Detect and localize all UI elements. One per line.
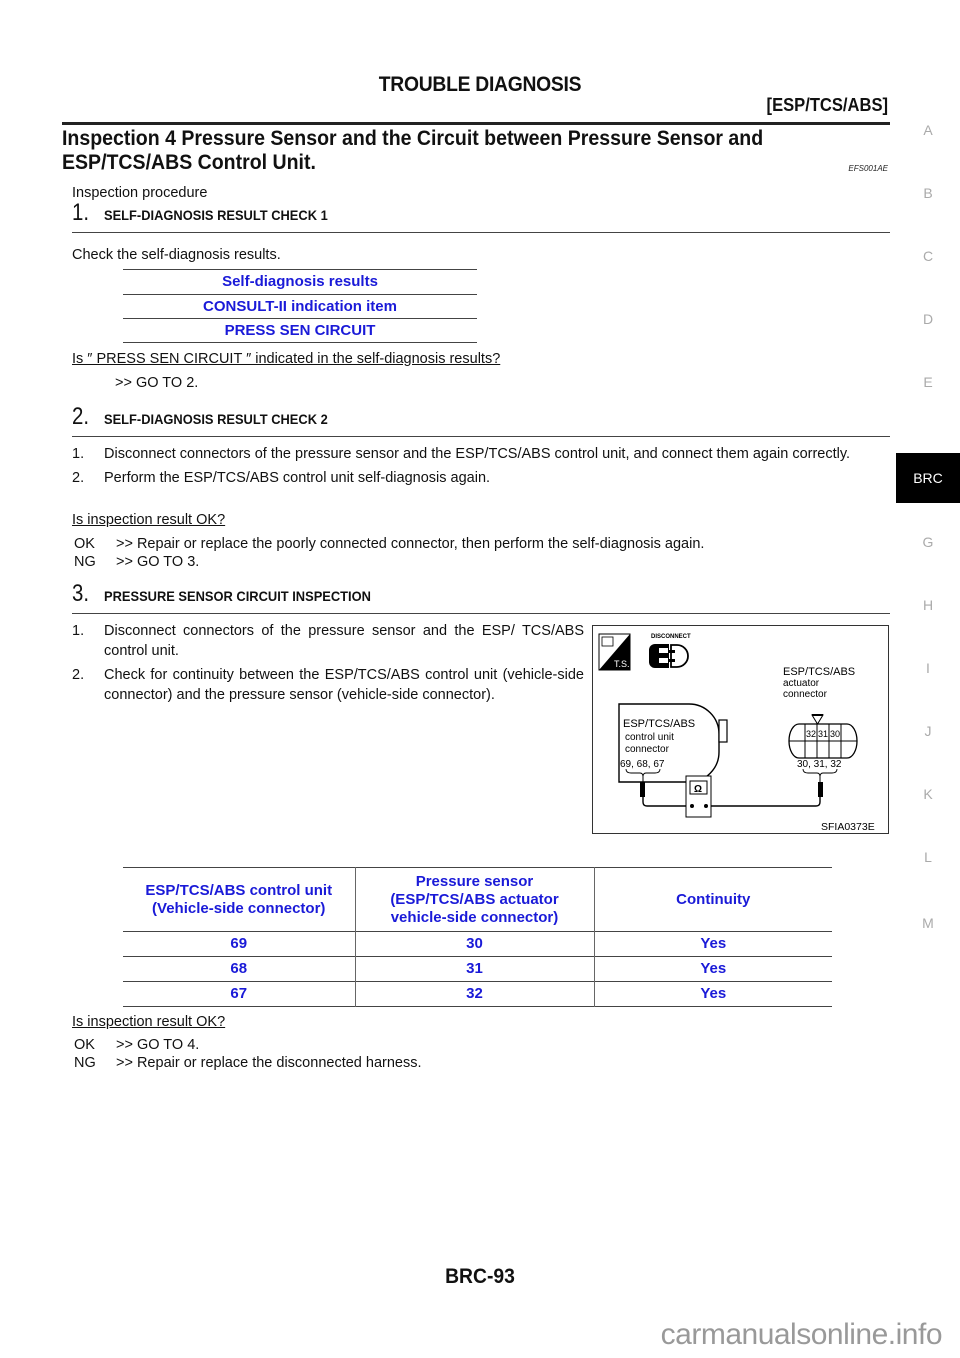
cell-sensor-pin: 30 (354, 931, 594, 957)
step-2-result-ng: NG>> GO TO 3. (74, 554, 200, 570)
svg-text:T.S.: T.S. (614, 659, 630, 669)
table-header-row: ESP/TCS/ABS control unit (Vehicle-side c… (123, 867, 832, 932)
step-1-question: Is ″ PRESS SEN CIRCUIT ″ indicated in th… (72, 351, 501, 367)
step-3-list: 1. Disconnect connectors of the pressure… (72, 621, 584, 705)
side-tab-j[interactable]: J (924, 723, 932, 739)
step-2-number: 2. (72, 403, 90, 430)
side-tab-g[interactable]: G (922, 534, 934, 550)
ohmmeter-icon: Ω (685, 775, 712, 818)
continuity-check-diagram: T.S. DISCONNECT ESP/TCS/ABS actuator con… (592, 625, 889, 834)
cell-control-unit-pin: 68 (230, 960, 248, 977)
step-3-results: OK>> GO TO 4. NG>> Repair or replace the… (74, 1036, 422, 1072)
col-header-pressure-sensor: Pressure sensor (ESP/TCS/ABS actuator ve… (354, 867, 594, 932)
step-2-item: 1. Disconnect connectors of the pressure… (72, 446, 851, 462)
svg-text:actuator: actuator (783, 678, 820, 689)
svg-text:ESP/TCS/ABS: ESP/TCS/ABS (783, 666, 855, 678)
cell-control-unit-pin: 67 (230, 985, 248, 1002)
svg-text:control unit: control unit (625, 732, 674, 743)
cell-continuity: Yes (593, 931, 832, 957)
step-1-text: Check the self-diagnosis results. (72, 247, 281, 263)
disconnect-icon: DISCONNECT (649, 634, 691, 668)
svg-text:SFIA0373E: SFIA0373E (821, 821, 875, 833)
step-2-heading: 2. SELF-DIAGNOSIS RESULT CHECK 2 (72, 403, 890, 437)
step-2-item: 2. Perform the ESP/TCS/ABS control unit … (72, 470, 491, 486)
svg-text:32: 32 (806, 729, 816, 739)
svg-text:DISCONNECT: DISCONNECT (651, 634, 691, 640)
side-tab-a[interactable]: A (923, 122, 933, 138)
section-title-line1: Inspection 4 Pressure Sensor and the Cir… (62, 127, 764, 150)
control-unit-connector: ESP/TCS/ABS control unit connector (618, 703, 728, 783)
step-3-item: 1. Disconnect connectors of the pressure… (72, 623, 584, 659)
page-number: BRC-93 (445, 1265, 515, 1288)
svg-text:ESP/TCS/ABS: ESP/TCS/ABS (623, 718, 695, 730)
step-3-label: PRESSURE SENSOR CIRCUIT INSPECTION (104, 588, 371, 604)
side-tab-l[interactable]: L (924, 849, 932, 865)
continuity-table: ESP/TCS/ABS control unit (Vehicle-side c… (123, 867, 832, 1007)
step-1-result: >> GO TO 2. (115, 375, 199, 391)
self-diagnosis-table-value: PRESS SEN CIRCUIT (123, 318, 477, 343)
section-title: Inspection 4 Pressure Sensor and the Cir… (62, 127, 806, 175)
side-tab-d[interactable]: D (922, 311, 934, 327)
svg-text:Ω: Ω (694, 784, 702, 795)
svg-text:30, 31, 32: 30, 31, 32 (797, 759, 842, 770)
self-diagnosis-table-subheader: CONSULT-II indication item (123, 293, 477, 319)
step-2-list: 1. Disconnect connectors of the pressure… (72, 444, 890, 488)
inspection-intro: Inspection procedure (72, 185, 208, 201)
step-1-label: SELF-DIAGNOSIS RESULT CHECK 1 (104, 207, 328, 223)
svg-text:31: 31 (818, 729, 828, 739)
step-2-label: SELF-DIAGNOSIS RESULT CHECK 2 (104, 411, 328, 427)
step-1-number: 1. (72, 199, 90, 226)
side-tab-c[interactable]: C (922, 248, 934, 264)
svg-text:69, 68, 67: 69, 68, 67 (620, 759, 665, 770)
table-row: 68 31 Yes (123, 956, 832, 982)
cell-continuity: Yes (593, 956, 832, 982)
watermark: carmanualsonline.info (660, 1318, 943, 1351)
cell-sensor-pin: 31 (354, 956, 594, 982)
svg-text:connector: connector (783, 689, 828, 700)
side-tab-m[interactable]: M (922, 915, 934, 931)
step-2-question: Is inspection result OK? (72, 512, 226, 528)
side-tab-i[interactable]: I (926, 660, 930, 676)
step-3-result-ng: NG>> Repair or replace the disconnected … (74, 1055, 422, 1071)
page-header-subtitle: [ESP/TCS/ABS] (766, 95, 888, 115)
col-header-continuity: Continuity (593, 867, 832, 932)
cell-continuity: Yes (593, 981, 832, 1007)
self-diagnosis-table-header: Self-diagnosis results (123, 269, 477, 294)
step-3-heading: 3. PRESSURE SENSOR CIRCUIT INSPECTION (72, 580, 890, 614)
step-3-number: 3. (72, 580, 90, 607)
svg-text:connector: connector (625, 744, 670, 755)
side-tab-brc[interactable]: BRC (896, 453, 960, 503)
actuator-connector: 32 31 30 (788, 714, 858, 759)
table-row: 67 32 Yes (123, 981, 832, 1007)
side-tab-h[interactable]: H (922, 597, 934, 613)
self-diagnosis-table: Self-diagnosis results CONSULT-II indica… (123, 269, 477, 343)
cell-control-unit-pin: 69 (230, 935, 248, 952)
ts-icon: T.S. (598, 633, 631, 671)
header-divider (62, 122, 890, 125)
side-tab-k[interactable]: K (923, 786, 933, 802)
side-tab-b[interactable]: B (923, 185, 933, 201)
step-3-result-ok: OK>> GO TO 4. (74, 1037, 200, 1053)
step-1-heading: 1. SELF-DIAGNOSIS RESULT CHECK 1 (72, 199, 890, 233)
page-header-title: TROUBLE DIAGNOSIS (378, 73, 582, 96)
side-tab-e[interactable]: E (923, 374, 933, 390)
step-2-results: OK>> Repair or replace the poorly connec… (74, 535, 704, 571)
step-3-question: Is inspection result OK? (72, 1014, 226, 1030)
step-3-item: 2. Check for continuity between the ESP/… (72, 667, 584, 703)
cell-sensor-pin: 32 (354, 981, 594, 1007)
col-header-control-unit: ESP/TCS/ABS control unit (Vehicle-side c… (145, 881, 333, 917)
section-title-line2: ESP/TCS/ABS Control Unit. (62, 151, 316, 174)
table-row: 69 30 Yes (123, 931, 832, 957)
section-code: EFS001AE (848, 164, 888, 173)
svg-text:30: 30 (830, 729, 840, 739)
step-2-result-ok: OK>> Repair or replace the poorly connec… (74, 536, 705, 552)
